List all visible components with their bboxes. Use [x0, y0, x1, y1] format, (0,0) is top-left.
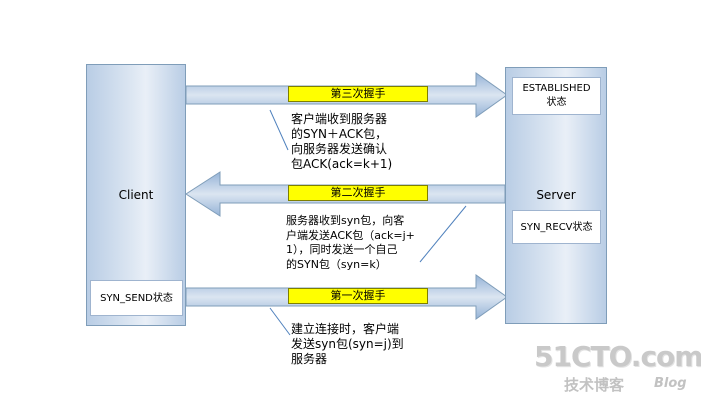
watermark-blog: Blog	[654, 376, 687, 391]
server-established-state: ESTABLISHED 状态	[522, 83, 591, 108]
third-handshake-note: 客户端收到服务器 的SYN＋ACK包， 向服务器发送确认 包ACK(ack=k+…	[291, 112, 393, 171]
first-handshake-label: 第一次握手	[288, 288, 428, 304]
watermark-subtitle: 技术博客	[564, 376, 625, 394]
watermark: 51CTO.com 技术博客 Blog	[534, 340, 701, 402]
server-established-state-box: ESTABLISHED 状态	[512, 77, 601, 115]
leader-line-first	[269, 307, 291, 336]
second-handshake-label: 第二次握手	[288, 185, 428, 201]
leader-line-third	[269, 109, 289, 151]
second-handshake-note: 服务器收到syn包，向客 户端发送ACK包（ack=j+ 1），同时发送一个自己…	[286, 214, 415, 271]
third-handshake-label: 第三次握手	[288, 86, 428, 102]
server-recv-state-box: SYN_RECV状态	[512, 210, 601, 244]
server-column: ESTABLISHED 状态 Server SYN_RECV状态	[505, 67, 607, 324]
client-label: Client	[118, 188, 154, 202]
server-label: Server	[536, 188, 576, 202]
leader-line-second	[419, 205, 467, 263]
client-column: Client SYN_SEND状态	[86, 64, 186, 326]
watermark-logo-text: 51CTO.com	[534, 340, 701, 373]
client-state-box: SYN_SEND状态	[90, 280, 183, 316]
first-handshake-note: 建立连接时，客户端 发送syn包(syn=j)到 服务器	[291, 322, 404, 366]
